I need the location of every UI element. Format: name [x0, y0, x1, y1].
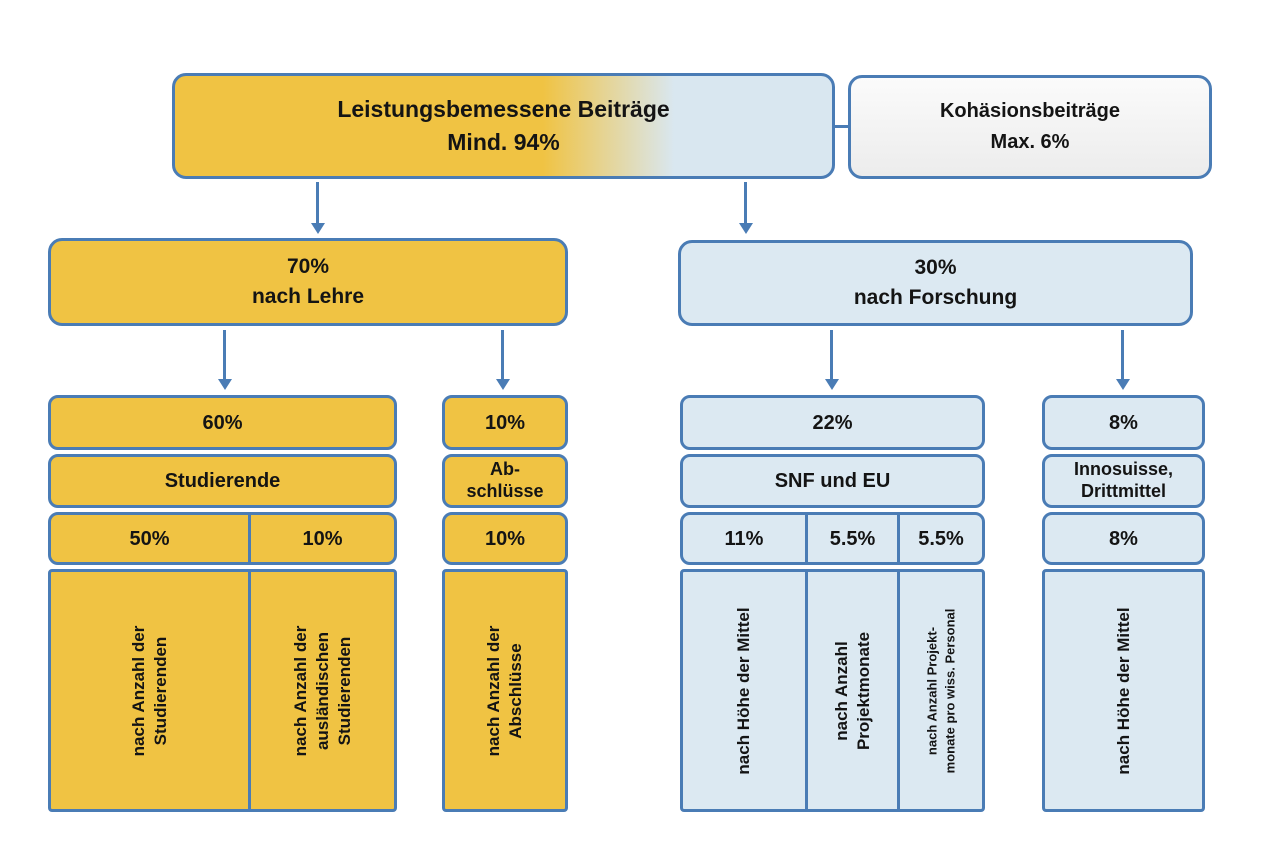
innosuisse-percent: 8% — [1109, 411, 1138, 434]
snf-eu-criterion-cell-2: nach Anzahl Projekt- monate pro wiss. Pe… — [897, 572, 982, 809]
innosuisse-percent-box: 8% — [1042, 395, 1205, 450]
innosuisse-subpercent: 8% — [1109, 527, 1138, 550]
forschung-branch-box: 30% nach Forschung — [678, 240, 1193, 326]
cohesion-contributions-box: Kohäsionsbeiträge Max. 6% — [848, 75, 1212, 179]
arrow-to-lehre-icon — [310, 182, 325, 234]
snf-eu-criterion-cell-1: nach Anzahl Projektmonate — [805, 572, 897, 809]
innosuisse-label: Innosuisse, Drittmittel — [1073, 459, 1174, 501]
snf-eu-label-box: SNF und EU — [680, 454, 985, 508]
snf-eu-cell-0: 11% — [683, 515, 805, 562]
arrow-to-snf-eu-icon — [824, 330, 839, 390]
studierende-criterion-1: nach Anzahl der ausländischen Studierend… — [290, 625, 354, 756]
arrow-to-forschung-icon — [738, 182, 753, 234]
cohesion-contributions-title: Kohäsionsbeiträge — [939, 100, 1121, 122]
snf-eu-label: SNF und EU — [774, 470, 891, 492]
snf-eu-percent-2: 5.5% — [918, 527, 964, 550]
abschluesse-percent: 10% — [484, 411, 526, 434]
innosuisse-criterion-cell: nach Höhe der Mittel — [1042, 569, 1205, 812]
connector-line — [833, 125, 850, 128]
performance-contributions-percent: Mind. 94% — [447, 129, 560, 155]
snf-eu-percent: 22% — [812, 411, 853, 434]
lehre-branch-box: 70% nach Lehre — [48, 238, 568, 326]
performance-contributions-box: Leistungsbemessene Beiträge Mind. 94% — [172, 73, 835, 179]
abschluesse-subpercent: 10% — [484, 527, 526, 550]
performance-contributions-title: Leistungsbemessene Beiträge — [337, 95, 670, 122]
studierende-percent: 60% — [202, 411, 243, 434]
studierende-subpercent-row: 50% 10% — [48, 512, 397, 565]
snf-eu-criterion-0: nach Höhe der Mittel — [733, 606, 753, 775]
arrow-to-abschluesse-icon — [495, 330, 510, 390]
abschluesse-label-box: Ab- schlüsse — [442, 454, 568, 508]
forschung-percent: 30% — [914, 255, 957, 279]
snf-eu-subpercent-row: 11% 5.5% 5.5% — [680, 512, 985, 565]
studierende-criterion-0: nach Anzahl der Studierenden — [128, 625, 170, 756]
snf-eu-cell-1: 5.5% — [805, 515, 897, 562]
auslaendische-criterion-cell: nach Anzahl der ausländischen Studierend… — [248, 572, 394, 809]
snf-eu-percent-0: 11% — [724, 527, 764, 550]
studierende-label-box: Studierende — [48, 454, 397, 508]
cohesion-contributions-percent: Max. 6% — [990, 131, 1070, 153]
studierende-cell-percent: 50% — [51, 515, 248, 562]
snf-eu-criterion-2: nach Anzahl Projekt- monate pro wiss. Pe… — [924, 608, 957, 773]
snf-eu-criterion-cell-0: nach Höhe der Mittel — [683, 572, 805, 809]
studierende-cell-0-percent: 50% — [129, 527, 170, 550]
innosuisse-criterion: nach Höhe der Mittel — [1113, 606, 1133, 775]
auslaendische-cell-percent: 10% — [248, 515, 394, 562]
studierende-cell-1-percent: 10% — [302, 527, 343, 550]
abschluesse-percent-box: 10% — [442, 395, 568, 450]
abschluesse-criterion: nach Anzahl der Abschlüsse — [483, 625, 525, 756]
arrow-to-innosuisse-icon — [1115, 330, 1130, 390]
abschluesse-subpercent-box: 10% — [442, 512, 568, 565]
innosuisse-label-box: Innosuisse, Drittmittel — [1042, 454, 1205, 508]
arrow-to-studierende-icon — [217, 330, 232, 390]
snf-eu-cell-2: 5.5% — [897, 515, 982, 562]
studierende-criterion-cell: nach Anzahl der Studierenden — [51, 572, 248, 809]
lehre-percent: 70% — [286, 254, 330, 278]
snf-eu-percent-box: 22% — [680, 395, 985, 450]
studierende-label: Studierende — [164, 470, 281, 492]
lehre-label: nach Lehre — [251, 285, 365, 308]
abschluesse-label: Ab- schlüsse — [466, 459, 544, 501]
studierende-percent-box: 60% — [48, 395, 397, 450]
snf-eu-criterion-1: nach Anzahl Projektmonate — [831, 631, 873, 750]
snf-eu-percent-1: 5.5% — [829, 527, 876, 550]
studierende-criteria-row: nach Anzahl der Studierenden nach Anzahl… — [48, 569, 397, 812]
innosuisse-subpercent-box: 8% — [1042, 512, 1205, 565]
abschluesse-criterion-cell: nach Anzahl der Abschlüsse — [442, 569, 568, 812]
forschung-label: nach Forschung — [853, 286, 1018, 309]
snf-eu-criteria-row: nach Höhe der Mittel nach Anzahl Projekt… — [680, 569, 985, 812]
